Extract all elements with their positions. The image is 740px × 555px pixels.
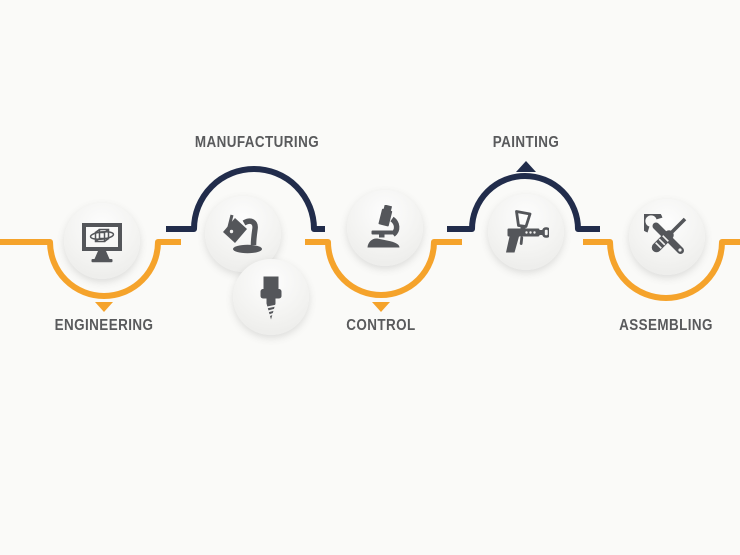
- painting-label: PAINTING: [492, 134, 560, 151]
- engineering-icon-circle: [64, 203, 140, 279]
- engineering-arrow-down-icon: [95, 302, 113, 312]
- spray-gun-icon: [506, 210, 549, 253]
- control-arrow-down-icon: [372, 302, 390, 312]
- timeline-segment-engineering: [0, 239, 181, 299]
- cad-monitor-icon: [82, 223, 122, 263]
- timeline-segment-control: [305, 239, 462, 298]
- manufacturing-drill-icon-circle: [233, 259, 309, 335]
- engineering-label: ENGINEERING: [54, 317, 154, 334]
- timeline-segment-painting: [447, 173, 600, 232]
- painting-icon-circle: [488, 194, 564, 270]
- assembling-label: ASSEMBLING: [619, 317, 713, 334]
- wrench-screwdriver-icon: [644, 214, 687, 254]
- timeline-segment-manufacturing: [166, 166, 325, 232]
- microscope-icon: [367, 205, 400, 248]
- timeline-segment-assembling: [583, 239, 740, 301]
- milling-drill-icon: [260, 276, 282, 320]
- manufacturing-label: MANUFACTURING: [194, 134, 320, 151]
- control-icon-circle: [347, 190, 423, 266]
- assembling-icon-circle: [629, 199, 705, 275]
- metal-casting-icon: [223, 214, 262, 254]
- control-label: CONTROL: [346, 317, 416, 334]
- painting-arrow-up-icon: [516, 161, 536, 172]
